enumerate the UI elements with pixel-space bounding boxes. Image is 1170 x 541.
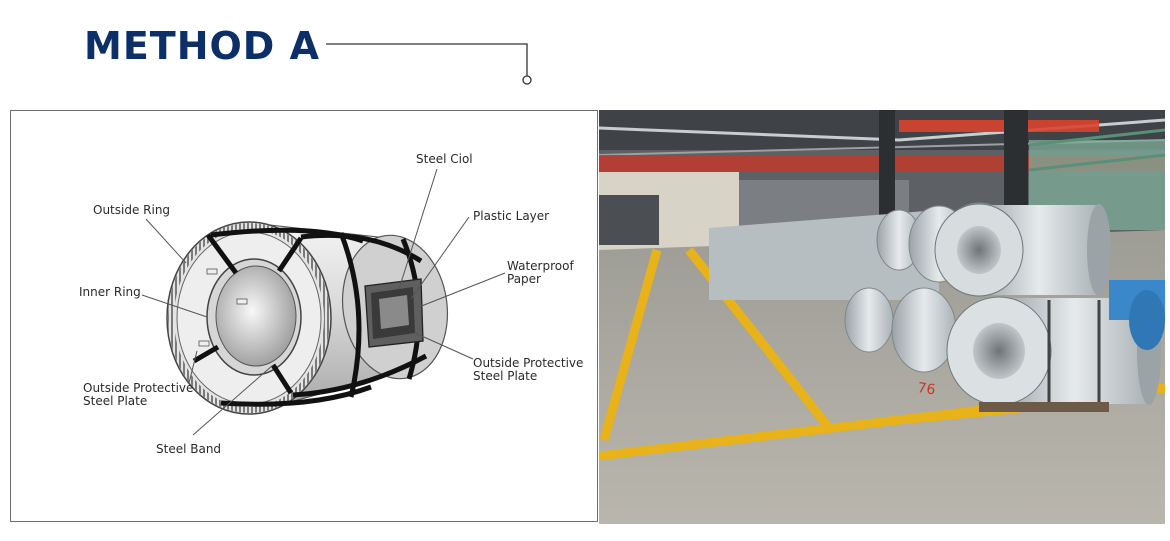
label-outside-plate-right-1: Outside Protective <box>473 356 583 370</box>
warehouse-steel-coils-photo-icon: 76 <box>599 110 1165 524</box>
coil-packaging-diagram: Steel Ciol Plastic Layer Waterproof Pape… <box>10 110 598 522</box>
label-outside-plate-right-2: Steel Plate <box>473 369 537 383</box>
steel-coil-drawing <box>166 221 449 415</box>
leader-lines <box>141 168 506 436</box>
label-outside-ring: Outside Ring <box>93 203 170 217</box>
label-steel-coil: Steel Ciol <box>416 152 473 166</box>
label-steel-band: Steel Band <box>156 442 221 456</box>
coil-row-front <box>844 287 1161 412</box>
coil-row-back <box>876 202 1111 297</box>
label-waterproof-paper-2: Paper <box>507 272 541 286</box>
floor-mark: 76 <box>916 380 936 398</box>
label-outside-plate-left-1: Outside Protective <box>83 381 193 395</box>
connector-dot-icon <box>522 75 532 85</box>
label-inner-ring: Inner Ring <box>79 285 141 299</box>
page-title: METHOD A <box>84 24 320 68</box>
label-waterproof-paper-1: Waterproof <box>507 259 574 273</box>
title-connector-line <box>326 43 532 85</box>
label-plastic-layer: Plastic Layer <box>473 209 549 223</box>
label-outside-plate-left-2: Steel Plate <box>83 394 147 408</box>
warehouse-photo: 76 <box>599 110 1165 524</box>
